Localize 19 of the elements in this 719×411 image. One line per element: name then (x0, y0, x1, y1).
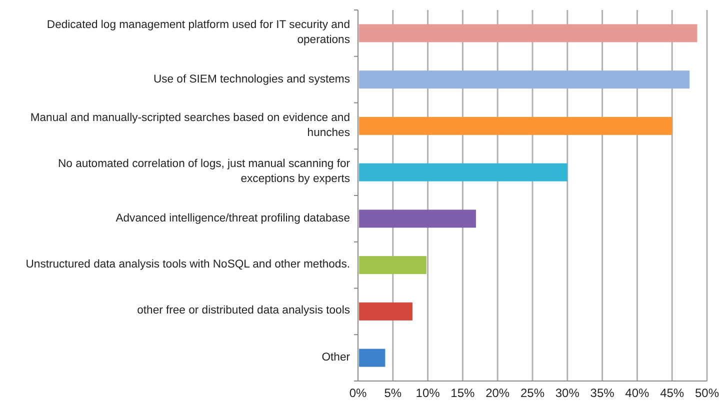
tick-label: 5% (384, 386, 402, 400)
tick-label: 45% (660, 386, 684, 400)
tick-label: 30% (555, 386, 580, 400)
tick-label: 50% (694, 386, 719, 400)
category-label: Advanced intelligence/threat profiling database (114, 211, 350, 226)
category-label: No automated correlation of logs, just manual scanning for exceptions by experts (57, 157, 350, 188)
tick-label: 40% (625, 386, 650, 400)
tick-label: 20% (486, 386, 510, 400)
category-label: Manual and manually-scripted searches based on evidence and hunches (29, 110, 350, 141)
category-label: Unstructured data analysis tools with NoSQL and other methods. (24, 258, 350, 273)
category-label: Use of SIEM technologies and systems (152, 72, 350, 88)
tick-label: 0% (349, 386, 367, 400)
tick-label: 15% (450, 386, 475, 400)
tick-label: 10% (416, 386, 440, 400)
category-label: other free or distributed data analysis tools (136, 304, 350, 319)
tick-label: 25% (520, 386, 545, 400)
category-label: Dedicated log management platform used for IT security and operations (46, 18, 350, 48)
category-label: Other (320, 350, 350, 366)
tick-label: 35% (590, 386, 614, 400)
